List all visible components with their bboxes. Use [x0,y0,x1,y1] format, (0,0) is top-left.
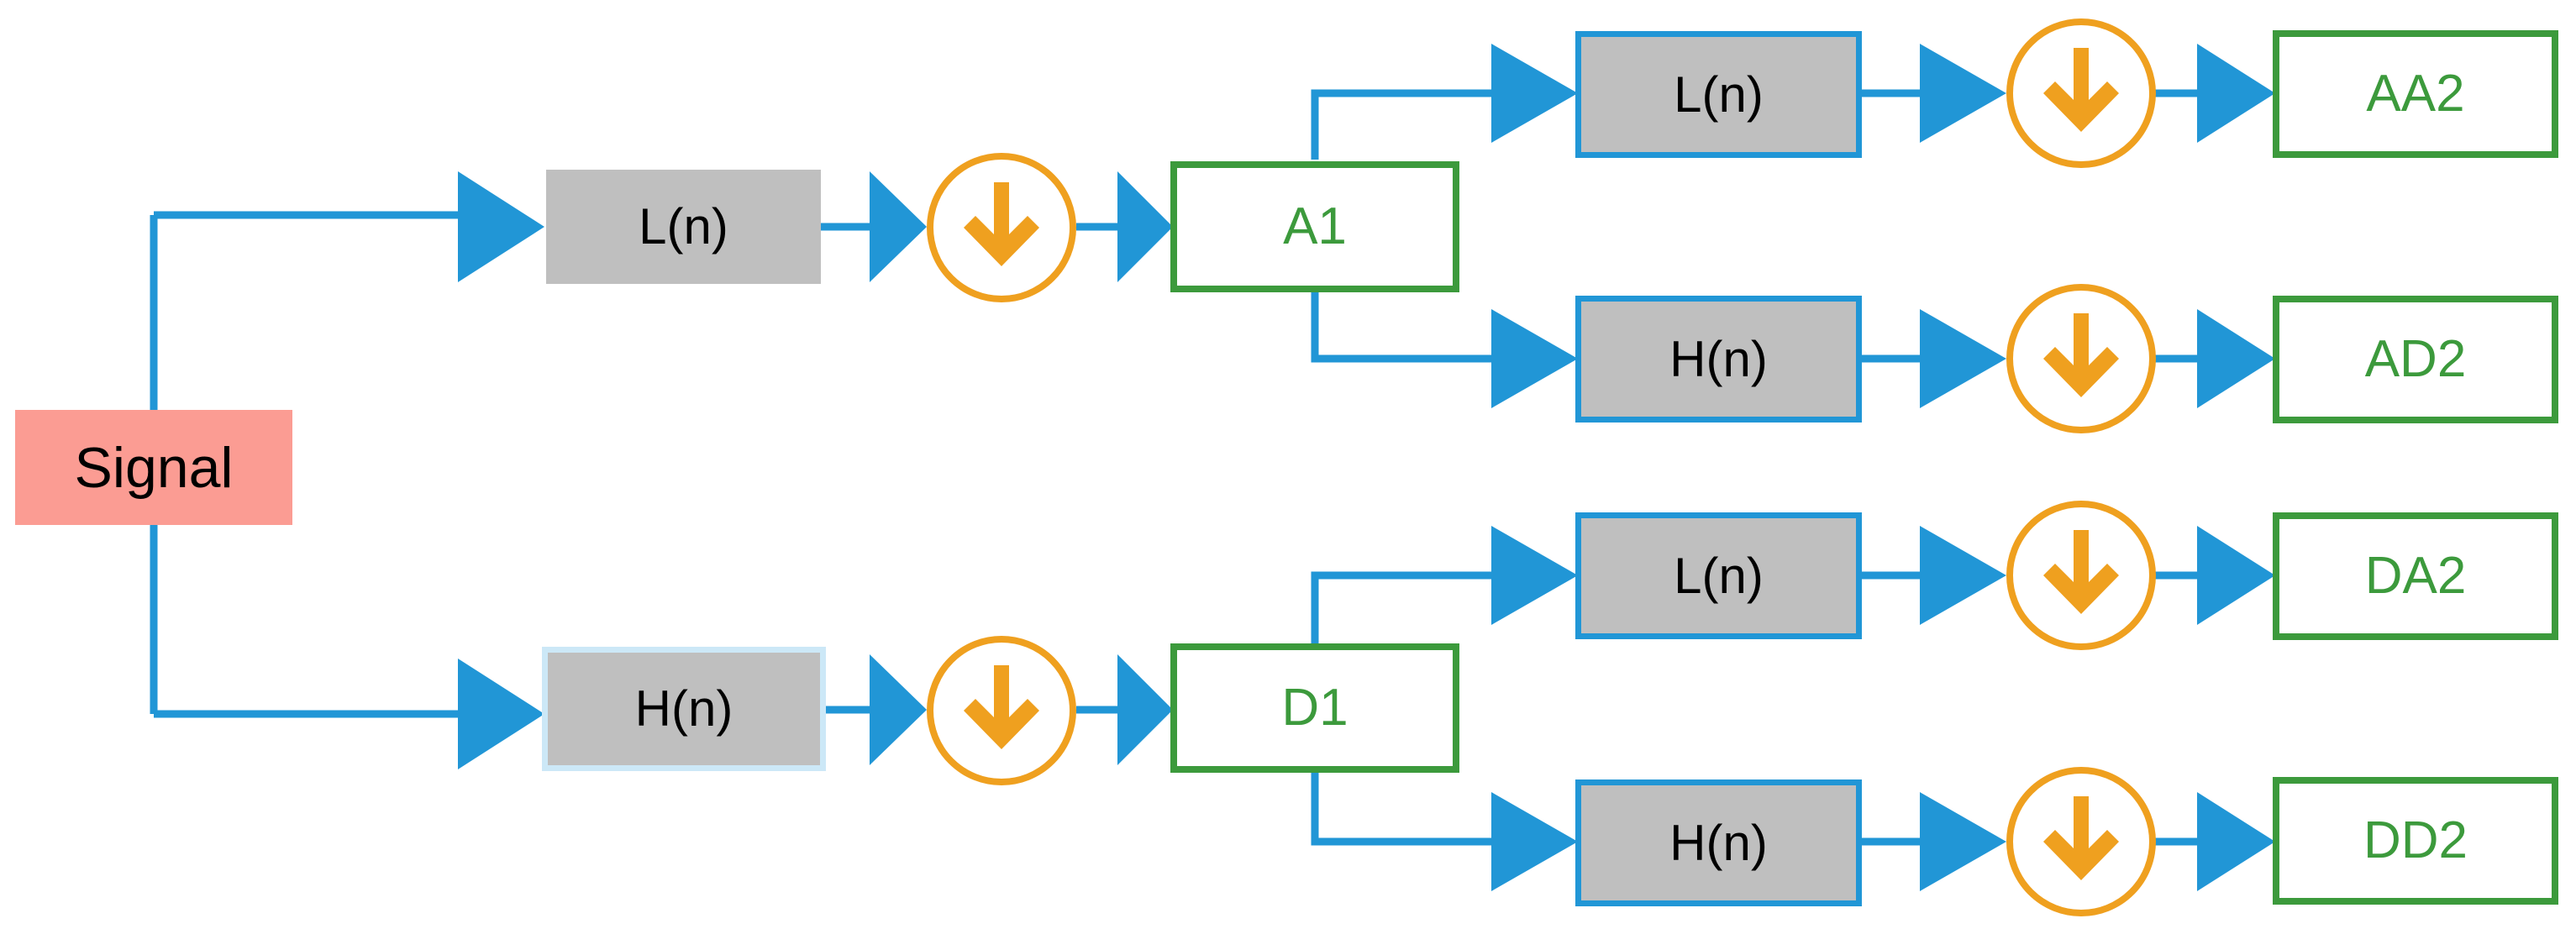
downsampler-lowpass-level1[interactable] [927,153,1076,302]
arrowhead-to-aa2 [2197,44,2275,143]
downsampler-level2-da[interactable] [2006,501,2156,650]
arrowhead-to-d1 [1117,654,1173,765]
node-output-dd2[interactable]: DD2 [2273,777,2558,905]
node-output-da2[interactable]: DA2 [2273,512,2558,640]
arrowhead-to-hp1 [458,659,544,769]
node-highpass-filter-level2-d[interactable]: H(n) [1575,779,1862,906]
arrowhead-to-down-hp1 [870,654,927,765]
wire-a1-to-lp2a [1311,89,1491,160]
node-approximation-a1[interactable]: A1 [1170,161,1459,292]
node-output-aa2[interactable]: AA2 [2273,30,2558,158]
down-arrow-icon [964,182,1039,266]
node-signal[interactable]: Signal [15,410,292,525]
node-lowpass-filter-level2-a[interactable]: L(n) [1575,31,1862,158]
node-lowpass-filter-level2-d[interactable]: L(n) [1575,512,1862,639]
arrowhead-to-down-hp2a [1920,309,2006,408]
down-arrow-icon [2043,530,2119,614]
arrowhead-to-lp2d [1491,526,1578,625]
arrowhead-to-hp2a [1491,309,1578,408]
node-highpass-filter-level1[interactable]: H(n) [542,647,826,771]
wire-d1-to-lp2d [1311,571,1491,643]
node-output-ad2[interactable]: AD2 [2273,296,2558,423]
arrowhead-to-lp1 [458,171,544,282]
downsampler-level2-dd[interactable] [2006,767,2156,916]
down-arrow-icon [2043,313,2119,397]
arrowhead-to-a1 [1117,171,1173,282]
arrowhead-to-ad2 [2197,309,2275,408]
downsampler-level2-aa[interactable] [2006,18,2156,168]
node-detail-d1[interactable]: D1 [1170,643,1459,773]
arrowhead-to-down-lp2d [1920,526,2006,625]
arrowhead-to-down-hp2d [1920,792,2006,891]
arrowhead-to-hp2d [1491,792,1578,891]
down-arrow-icon [964,665,1039,749]
arrowhead-to-lp2a [1491,44,1578,143]
arrowhead-to-down-lp2a [1920,44,2006,143]
arrowhead-to-da2 [2197,526,2275,625]
wire-d1-to-hp2d [1311,773,1491,846]
down-arrow-icon [2043,48,2119,132]
downsampler-level2-ad[interactable] [2006,284,2156,433]
downsampler-highpass-level1[interactable] [927,636,1076,785]
wire-a1-to-hp2a [1311,292,1491,363]
node-lowpass-filter-level1[interactable]: L(n) [546,170,821,284]
down-arrow-icon [2043,796,2119,880]
arrowhead-to-down-lp1 [870,171,927,282]
arrowhead-to-dd2 [2197,792,2275,891]
node-highpass-filter-level2-a[interactable]: H(n) [1575,296,1862,423]
